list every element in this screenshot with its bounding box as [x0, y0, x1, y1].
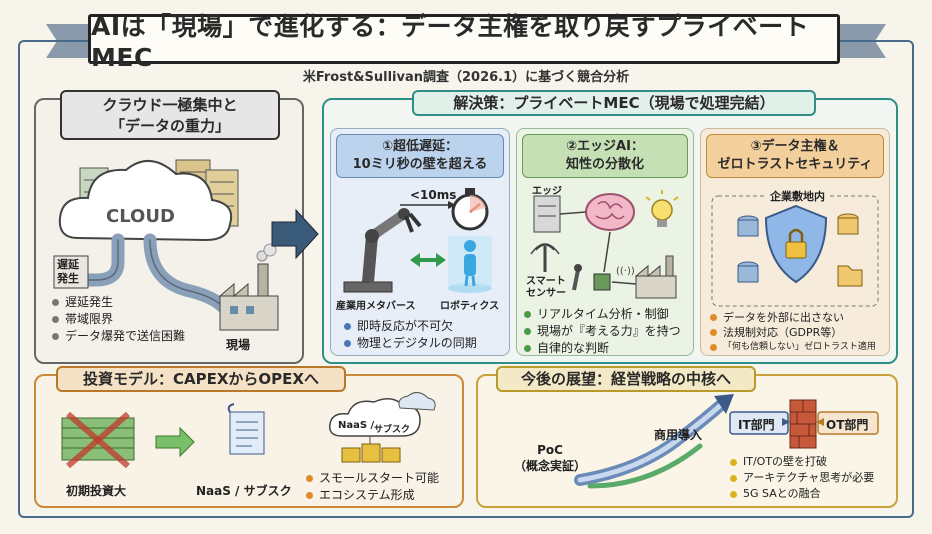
- growth-arrow-icon: [574, 394, 734, 489]
- hologram-person-icon: [448, 236, 492, 293]
- investment-bullets: スモールスタート可能 エコシステム形成: [306, 470, 439, 504]
- it-label: IT部門: [738, 418, 775, 432]
- list-item: 物理とデジタルの同期: [344, 335, 477, 352]
- sovereignty-heading: ③データ主権＆ ゼロトラストセキュリティ: [706, 134, 884, 178]
- latency-heading: ①超低遅延： 10ミリ秒の壁を超える: [336, 134, 504, 178]
- future-bullets: IT/OTの壁を打破 アーキテクチャ思考が必要 5G SAとの融合: [730, 454, 874, 502]
- poc-label: PoC （概念実証）: [514, 442, 586, 474]
- page-title-text: AIは「現場」で進化する：データ主権を取り戻すプライベートMEC: [91, 11, 810, 72]
- poc-line2: （概念実証）: [514, 459, 587, 473]
- arrow-right-icon: [155, 426, 195, 458]
- latency-bullets: 即時反応が不可欠 物理とデジタルの同期: [344, 318, 477, 352]
- list-item: データ爆発で送信困難: [52, 328, 185, 345]
- delay-line2: 発生: [57, 272, 79, 285]
- page-title: AIは「現場」で進化する：データ主権を取り戻すプライベートMEC: [88, 12, 840, 72]
- factory-icon: [218, 243, 279, 331]
- database-icon: [737, 213, 859, 283]
- edge-ai-bullets: リアルタイム分析・制御 現場が『考える力』を持つ 自律的な判断: [524, 306, 681, 357]
- money-stack-icon: [61, 411, 135, 469]
- list-item: スモールスタート可能: [306, 470, 439, 487]
- cloud-label: CLOUD: [106, 206, 175, 227]
- robot-arm-icon: [343, 208, 422, 293]
- stopwatch-icon: [451, 188, 489, 231]
- sovereignty-heading-line1: ③データ主権＆: [750, 139, 840, 154]
- flow-arrow-icon: [271, 208, 319, 260]
- naas-label: NaaS / サブスク: [196, 484, 292, 498]
- list-item: 遅延発生: [52, 294, 185, 311]
- page-subtitle: 米Frost&Sullivan調査（2026.1）に基づく競合分析: [302, 70, 630, 85]
- edge-label: エッジ: [532, 186, 562, 197]
- coin-stack-icon: [341, 436, 401, 463]
- shield-lock-icon: [764, 204, 828, 284]
- folder-icon: [837, 265, 863, 287]
- list-item: 法規制対応（GDPR等）: [710, 325, 876, 340]
- investment-title: 投資モデル：CAPEXからOPEXへ: [56, 366, 346, 392]
- problem-title: クラウド一極集中と 「データの重力」: [60, 90, 280, 140]
- list-item: 「何も信頼しない」ゼロトラスト適用: [710, 340, 876, 355]
- list-item: 現場が『考える力』を持つ: [524, 323, 681, 340]
- list-item: 即時反応が不可欠: [344, 318, 477, 335]
- problem-bullets: 遅延発生 帯域限界 データ爆発で送信困難: [52, 294, 185, 345]
- cloud-icon-small: [329, 392, 436, 437]
- naas-cloud-line2: サブスク: [374, 425, 411, 435]
- latency-heading-line1: ①超低遅延：: [381, 139, 458, 154]
- list-item: データを外部に出さない: [710, 310, 876, 325]
- problem-title-line2: 「データの重力」: [109, 117, 230, 135]
- chip-icon: [593, 231, 611, 291]
- edge-ai-heading: ②エッジAI： 知性の分散化: [522, 134, 688, 178]
- premises-label: 企業敷地内: [766, 188, 829, 204]
- naas-cloud-line1: NaaS /: [338, 420, 375, 431]
- list-item: 帯域限界: [52, 311, 185, 328]
- solution-title: 解決策：プライベートMEC（現場で処理完結）: [412, 90, 816, 116]
- delay-line1: 遅延: [57, 258, 79, 271]
- sensor-line2: センサー: [526, 288, 566, 299]
- list-item: アーキテクチャ思考が必要: [730, 470, 874, 486]
- small-robot-icon: [572, 264, 582, 291]
- ot-label: OT部門: [826, 418, 869, 432]
- edge-ai-heading-line2: 知性の分散化: [565, 157, 644, 172]
- list-item: IT/OTの壁を打破: [730, 454, 874, 470]
- document-icon: [227, 403, 265, 455]
- site-label: 現場: [226, 338, 251, 352]
- factory-icon-small: [634, 255, 677, 299]
- robotics-label: ロボティクス: [440, 301, 500, 312]
- brick-wall-icon: [789, 399, 817, 449]
- metaverse-label: 産業用メタバース: [336, 301, 416, 312]
- sovereignty-bullets: データを外部に出さない 法規制対応（GDPR等） 「何も信頼しない」ゼロトラスト…: [710, 310, 876, 355]
- capex-label: 初期投資大: [66, 484, 127, 498]
- delay-sign-text: 遅延 発生: [57, 258, 79, 286]
- lightbulb-icon: [645, 190, 679, 227]
- future-panel: [476, 374, 898, 508]
- svg-text:((·)): ((·)): [616, 266, 635, 277]
- brain-chip-icon: [585, 193, 635, 231]
- list-item: 5G SAとの融合: [730, 486, 874, 502]
- commercial-label: 商用導入: [654, 428, 703, 442]
- sensor-label: スマート センサー: [526, 276, 566, 300]
- latency-value: <10ms: [410, 188, 457, 202]
- list-item: エコシステム形成: [306, 487, 439, 504]
- delay-sign: [53, 255, 89, 289]
- poc-line1: PoC: [537, 443, 563, 457]
- problem-title-line1: クラウド一極集中と: [102, 96, 238, 114]
- sensor-line1: スマート: [526, 276, 566, 287]
- edge-server-icon: [533, 195, 561, 233]
- list-item: リアルタイム分析・制御: [524, 306, 681, 323]
- antenna-icon: [530, 243, 560, 272]
- cloud-icon: [58, 160, 233, 242]
- sync-arrow-icon: [410, 253, 446, 267]
- latency-heading-line2: 10ミリ秒の壁を超える: [352, 157, 488, 172]
- sovereignty-heading-line2: ゼロトラストセキュリティ: [717, 157, 873, 172]
- future-title: 今後の展望：経営戦略の中核へ: [496, 366, 756, 392]
- pipe-icon: [79, 233, 229, 313]
- edge-ai-heading-line1: ②エッジAI：: [566, 139, 644, 154]
- list-item: 自律的な判断: [524, 340, 681, 357]
